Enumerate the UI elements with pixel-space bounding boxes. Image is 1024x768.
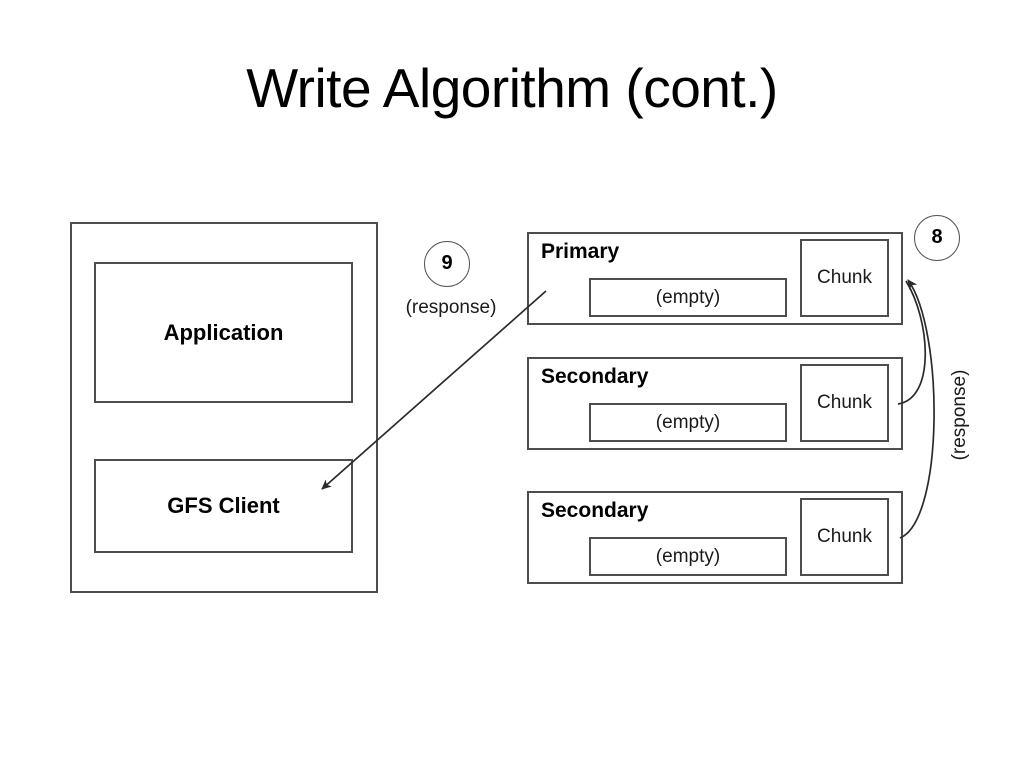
secondary-server-row-1: Secondary (empty) Chunk bbox=[527, 357, 903, 450]
primary-buffer-box: (empty) bbox=[589, 278, 787, 317]
secondary-server-label-2: Secondary bbox=[541, 499, 649, 522]
application-label: Application bbox=[163, 319, 284, 345]
gfs-client-box: GFS Client bbox=[94, 459, 353, 553]
secondary-chunk-label-2: Chunk bbox=[817, 526, 872, 547]
secondary-chunk-box-1: Chunk bbox=[800, 364, 889, 442]
secondary-chunk-box-2: Chunk bbox=[800, 498, 889, 576]
application-box: Application bbox=[94, 262, 353, 403]
response-arrow-secondary-2 bbox=[899, 279, 935, 539]
secondary-buffer-label-2: (empty) bbox=[655, 545, 721, 567]
secondary-buffer-box-2: (empty) bbox=[589, 537, 787, 576]
page-title: Write Algorithm (cont.) bbox=[246, 57, 778, 119]
primary-buffer-label: (empty) bbox=[655, 286, 721, 308]
primary-chunk-label: Chunk bbox=[817, 267, 872, 288]
secondary-buffer-label-1: (empty) bbox=[655, 411, 721, 433]
primary-chunk-box: Chunk bbox=[800, 239, 889, 317]
secondary-chunk-label-1: Chunk bbox=[817, 392, 872, 413]
gfs-client-label: GFS Client bbox=[167, 493, 280, 518]
secondary-server-label-1: Secondary bbox=[541, 365, 649, 388]
secondary-buffer-box-1: (empty) bbox=[589, 403, 787, 442]
step-8-label: (response) bbox=[949, 369, 970, 461]
primary-server-label: Primary bbox=[541, 240, 620, 263]
step-marker-8: 8 bbox=[914, 215, 960, 261]
secondary-server-row-2: Secondary (empty) Chunk bbox=[527, 491, 903, 584]
step-marker-9: 9 bbox=[424, 241, 470, 287]
primary-server-row: Primary (empty) Chunk bbox=[527, 232, 903, 325]
step-9-label: (response) bbox=[405, 297, 497, 318]
